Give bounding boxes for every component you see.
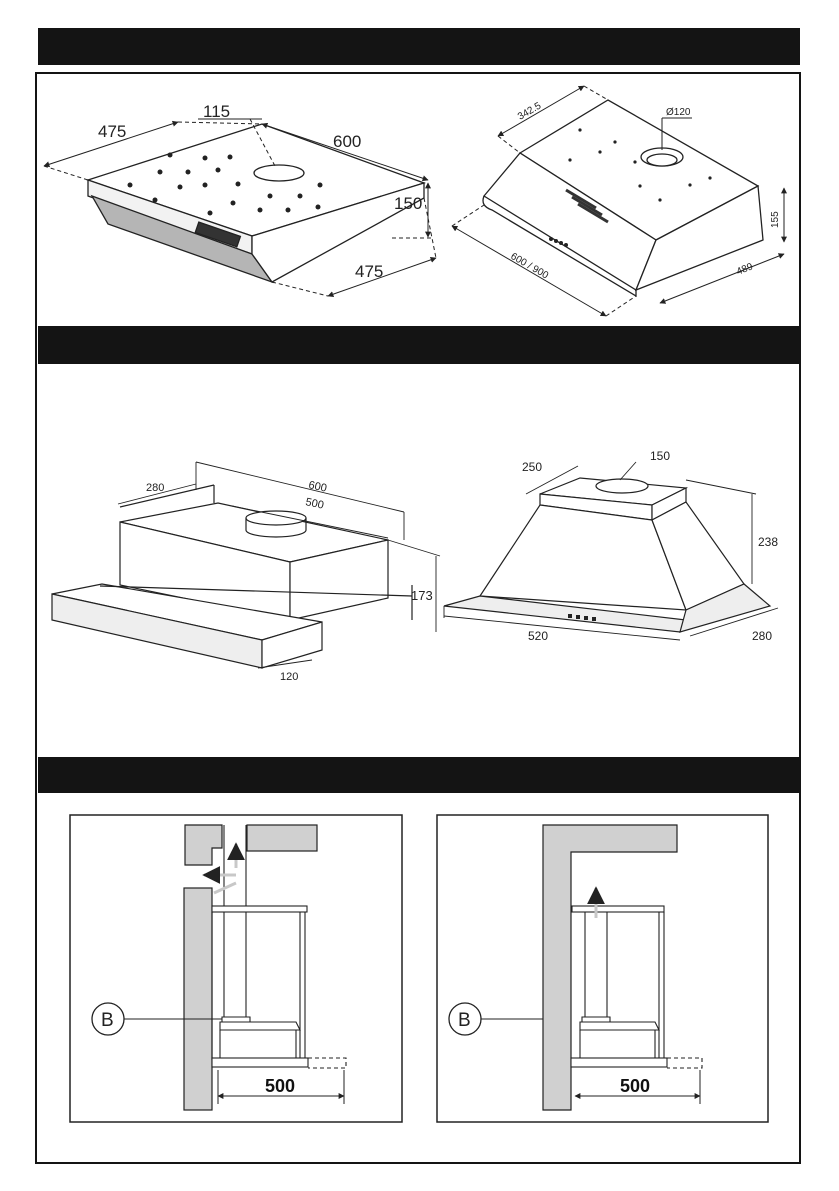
dim-builtin-depth-top: 250 [522,460,542,474]
installation-left [70,815,402,1122]
dim-telescopic-depth: 280 [146,482,164,494]
distance-500-right: 500 [620,1076,650,1096]
telescopic-hood [52,485,412,668]
dim-height-155: 155 [770,211,781,228]
dim-telescopic-width-outer: 600 [307,479,327,495]
dim-builtin-depth-bottom: 280 [752,629,772,643]
hood-1-left [88,124,424,282]
dim-telescopic-width-inner: 500 [304,496,324,512]
dim-telescopic-height: 173 [411,588,433,603]
dim-depth: 342.5 [516,100,544,122]
dim-height: 150 [394,194,422,213]
label-b-right: B [458,1010,471,1031]
dim-builtin-height: 238 [758,535,778,549]
dim-outlet-diameter: Ø120 [666,107,691,118]
dim-builtin-width: 520 [528,629,548,643]
label-b-left: B [101,1010,114,1031]
dim-builtin-outlet: 150 [650,449,670,463]
builtin-hood [444,478,770,632]
dim-width: 600 [333,132,361,151]
dim-side-depth: 489 [735,261,755,278]
installation-right [437,815,768,1122]
dim-width-600-900: 600 / 900 [509,251,551,282]
dim-depth-top: 475 [98,122,126,141]
dim-depth-bottom: 475 [355,262,383,281]
dim-outlet-offset: 115 [203,102,230,121]
dim-telescopic-front: 120 [280,671,298,683]
distance-500-left: 500 [265,1076,295,1096]
